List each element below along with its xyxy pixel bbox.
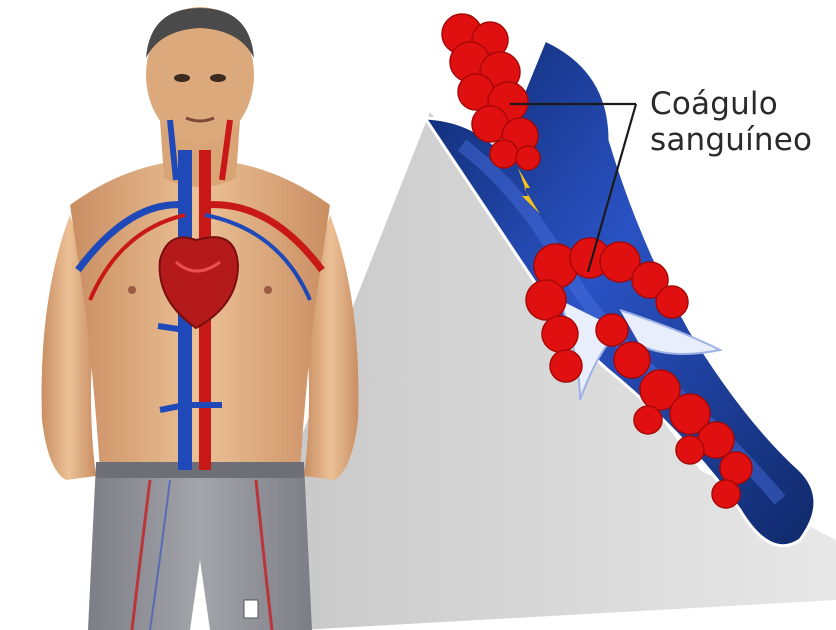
clot-label-line-1: Coágulo — [650, 86, 778, 122]
clot-label-line-2: sanguíneo — [650, 122, 812, 158]
